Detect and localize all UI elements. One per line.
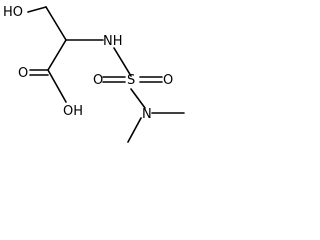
atom-label-sulfonyl-oxygen-left: O xyxy=(93,73,103,88)
atom-label-dimethyl-nitrogen: N xyxy=(142,107,152,122)
atom-label-sulfonyl-oxygen-right: O xyxy=(163,73,173,88)
bond-s-n xyxy=(130,88,146,109)
atom-label-sulfur: S xyxy=(127,73,135,88)
atom-label-amine: NH xyxy=(103,34,123,49)
bond-nh-s xyxy=(113,47,132,77)
molecule-drawing: HO NH S O O O OH N xyxy=(3,5,185,143)
bond-ch2-calpha xyxy=(45,6,67,41)
bond-n-methyl-left xyxy=(127,117,142,143)
bond-c-oh xyxy=(47,69,67,103)
atom-label-carbonyl-oxygen: O xyxy=(18,66,28,81)
atom-label-hydroxyl: HO xyxy=(3,5,23,20)
bond-ho-ch2 xyxy=(27,6,47,13)
bond-calpha-ccooh xyxy=(47,39,67,71)
structure-canvas: HO NH S O O O OH N xyxy=(0,0,201,150)
atom-label-acid-hydroxyl: OH xyxy=(63,104,83,119)
